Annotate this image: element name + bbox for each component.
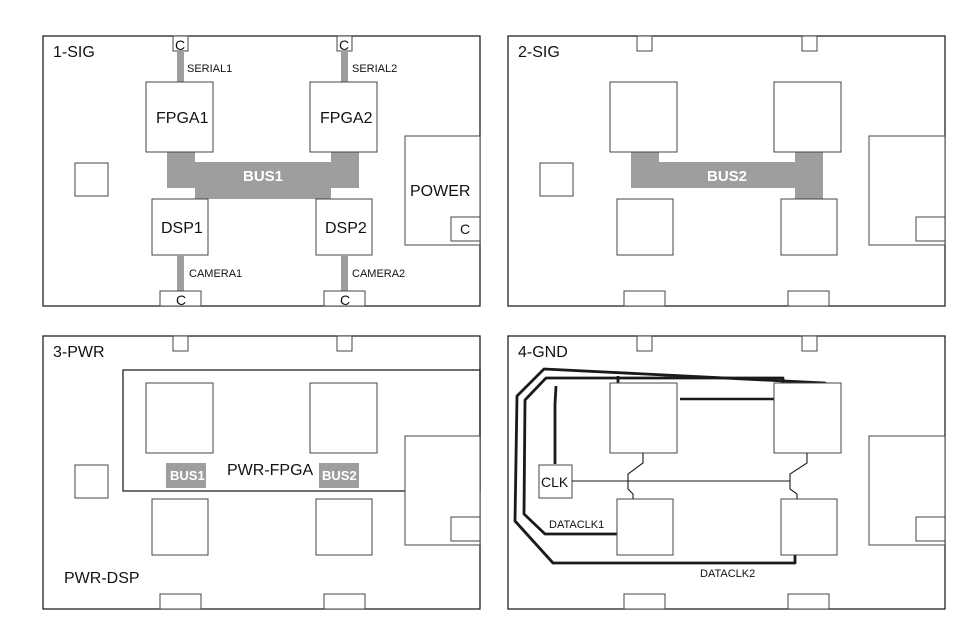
panel-2-title: 2-SIG [518, 44, 560, 61]
chip-dsp1 [151, 198, 209, 256]
connector-power [450, 216, 481, 242]
trace-serial1 [177, 51, 184, 82]
trace-camera2 [341, 255, 348, 291]
chip-fpga1-label: FPGA1 [156, 110, 209, 127]
route-dataclk2 [522, 376, 785, 536]
chip-dsp2 [780, 198, 838, 256]
connector-bottom-left [623, 290, 666, 307]
label-bus1: BUS1 [243, 168, 283, 185]
chip-dsp2-label: DSP2 [325, 220, 367, 237]
connector-bottom-left [623, 593, 666, 610]
label-pwr-dsp: PWR-DSP [64, 570, 140, 587]
chip-misc [74, 162, 109, 197]
panel-2-sig: 2-SIG BUS2 [507, 35, 946, 307]
chip-fpga1 [609, 382, 678, 454]
connector-serial1-label: C [175, 37, 185, 53]
connector-top-right [801, 35, 818, 52]
chip-fpga2 [773, 81, 842, 153]
chip-misc [74, 464, 109, 499]
chip-dsp1 [616, 198, 674, 256]
chip-fpga1 [145, 81, 214, 153]
label-camera2: CAMERA2 [352, 268, 405, 280]
label-serial1: SERIAL1 [187, 63, 232, 75]
label-pwr-fpga: PWR-FPGA [227, 462, 314, 479]
panel-3-pwr: 3-PWR PWR-FPGA BUS1 BUS2 PWR-DSP [42, 335, 481, 610]
chip-fpga1 [145, 382, 214, 454]
panel-4-title: 4-GND [518, 344, 568, 361]
connector-camera1 [159, 290, 202, 307]
chip-fpga2-label: FPGA2 [320, 110, 373, 127]
block-power-label: POWER [410, 183, 470, 200]
trace-bus2 [631, 150, 823, 199]
chip-dsp2 [780, 498, 838, 556]
bus1-pad [166, 463, 206, 488]
chip-clk-label: CLK [541, 474, 569, 490]
label-bus2: BUS2 [707, 168, 747, 185]
label-serial2: SERIAL2 [352, 63, 397, 75]
label-camera1: CAMERA1 [189, 268, 242, 280]
chip-fpga2 [309, 81, 378, 153]
connector-power [915, 216, 946, 242]
label-dataclk1: DATACLK1 [549, 519, 604, 531]
chip-dsp1-label: DSP1 [161, 220, 203, 237]
chip-dsp1 [151, 498, 209, 556]
route-clk [572, 453, 808, 499]
connector-top-left [172, 335, 189, 352]
bus2-pad [319, 463, 359, 488]
connector-bottom-left [159, 593, 202, 610]
panel-3-title: 3-PWR [53, 344, 105, 361]
label-bus1: BUS1 [170, 468, 205, 483]
chip-misc [539, 162, 574, 197]
chip-fpga2 [773, 382, 842, 454]
panel-1-title: 1-SIG [53, 44, 95, 61]
connector-camera2 [323, 290, 366, 307]
chip-clk [538, 464, 573, 499]
panel-1-sig: 1-SIG C C SERIAL1 SERIAL2 BUS1 FPGA1 FPG… [42, 35, 481, 308]
chip-fpga1 [609, 81, 678, 153]
connector-top-left [636, 35, 653, 52]
chip-fpga2 [309, 382, 378, 454]
chip-dsp2 [315, 498, 373, 556]
trace-bus1 [167, 150, 359, 199]
region-pwr-fpga [122, 369, 481, 492]
connector-top-right [801, 335, 818, 352]
chip-dsp1 [616, 498, 674, 556]
route-dataclk1 [553, 376, 620, 464]
connector-bottom-right [787, 593, 830, 610]
connector-power-label: C [460, 221, 470, 237]
label-bus2: BUS2 [322, 468, 357, 483]
connector-top-right [336, 335, 353, 352]
trace-serial2 [341, 51, 348, 82]
connector-camera1-label: C [176, 292, 186, 308]
chip-dsp2 [315, 198, 373, 256]
trace-camera1 [177, 255, 184, 291]
connector-bottom-right [323, 593, 366, 610]
connector-camera2-label: C [340, 292, 350, 308]
connector-power [915, 516, 946, 542]
connector-power [450, 516, 481, 542]
panel-4-gnd: 4-GND CLK DATACLK1 DATACLK2 [507, 335, 946, 610]
label-dataclk2: DATACLK2 [700, 568, 755, 580]
connector-bottom-right [787, 290, 830, 307]
connector-serial2-label: C [339, 37, 349, 53]
connector-top-left [636, 335, 653, 352]
